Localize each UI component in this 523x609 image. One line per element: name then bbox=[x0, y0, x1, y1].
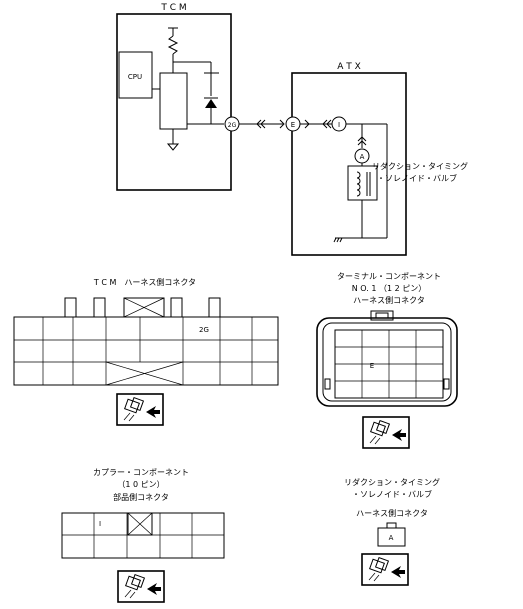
connector-plug-icon bbox=[123, 396, 160, 422]
tcm-connector-title: T C M ハーネス側コネクタ bbox=[93, 277, 196, 287]
coupler-pin-i-label: I bbox=[99, 520, 101, 528]
connector-plug-icon bbox=[369, 419, 406, 445]
terminal-connector-icon-frame bbox=[362, 416, 410, 449]
coupler-connector-icon-frame bbox=[117, 570, 165, 603]
terminal-title-2: N O. 1 （1 2 ピン） bbox=[352, 284, 426, 293]
atx-title: A T X bbox=[337, 62, 361, 72]
svg-text:I: I bbox=[338, 121, 340, 129]
coupler-title-1: カプラー・コンポーネント bbox=[93, 468, 189, 477]
tcm-connector-body bbox=[13, 316, 279, 386]
circuit-diagram: T C M CPU 2G A T X bbox=[116, 3, 468, 256]
atx-box bbox=[291, 72, 407, 256]
svg-text:E: E bbox=[291, 121, 295, 129]
coupler-component-connector: カプラー・コンポーネント （1 0 ピン） 部品側コネクタ I bbox=[61, 468, 225, 603]
coupler-title-2: （1 0 ピン） bbox=[117, 480, 164, 489]
tcm-box bbox=[116, 13, 232, 191]
solenoid-coil-icon bbox=[356, 171, 361, 197]
driver-block bbox=[159, 72, 188, 130]
solenoid-connector-icon-frame bbox=[361, 553, 409, 586]
tcm-pin-2g-label: 2G bbox=[199, 326, 209, 334]
terminal-component-connector: ターミナル・コンポーネント N O. 1 （1 2 ピン） ハーネス側コネクタ … bbox=[316, 272, 458, 449]
cpu-block bbox=[118, 51, 153, 99]
solenoid-label-2: ・ソレノイド・バルブ bbox=[377, 173, 457, 183]
svg-text:2G: 2G bbox=[228, 122, 237, 129]
solenoid-pin-a-label: A bbox=[389, 534, 394, 542]
cpu-label: CPU bbox=[128, 73, 142, 81]
svg-text:A: A bbox=[360, 153, 365, 161]
solenoid-box bbox=[347, 165, 378, 201]
solenoid-connector-body bbox=[377, 527, 406, 547]
diode-icon bbox=[205, 99, 217, 108]
tcm-title: T C M bbox=[160, 3, 186, 13]
solenoid-label-1: リダクション・タイミング bbox=[372, 161, 468, 171]
terminal-title-1: ターミナル・コンポーネント bbox=[337, 272, 441, 281]
terminal-title-3: ハーネス側コネクタ bbox=[353, 295, 425, 305]
terminal-pin-e-label: E bbox=[370, 362, 374, 370]
tcm-ground-icon bbox=[166, 143, 180, 151]
solenoid-conn-title-3: ハーネス側コネクタ bbox=[356, 508, 428, 518]
connector-plug-icon bbox=[368, 556, 405, 582]
resistor-icon bbox=[167, 35, 179, 55]
tcm-connector-icon-frame bbox=[116, 393, 164, 426]
solenoid-conn-title-2: ・ソレノイド・バルブ bbox=[352, 489, 432, 499]
connector-plug-icon bbox=[124, 573, 161, 599]
solenoid-harness-connector: リダクション・タイミング ・ソレノイド・バルブ ハーネス側コネクタ A bbox=[344, 477, 440, 586]
terminal-connector-shell bbox=[316, 317, 458, 407]
atx-ground-icon bbox=[333, 237, 343, 243]
coupler-title-3: 部品側コネクタ bbox=[113, 492, 169, 502]
tcm-harness-connector: T C M ハーネス側コネクタ 2G bbox=[13, 277, 279, 426]
solenoid-conn-title-1: リダクション・タイミング bbox=[344, 477, 440, 487]
